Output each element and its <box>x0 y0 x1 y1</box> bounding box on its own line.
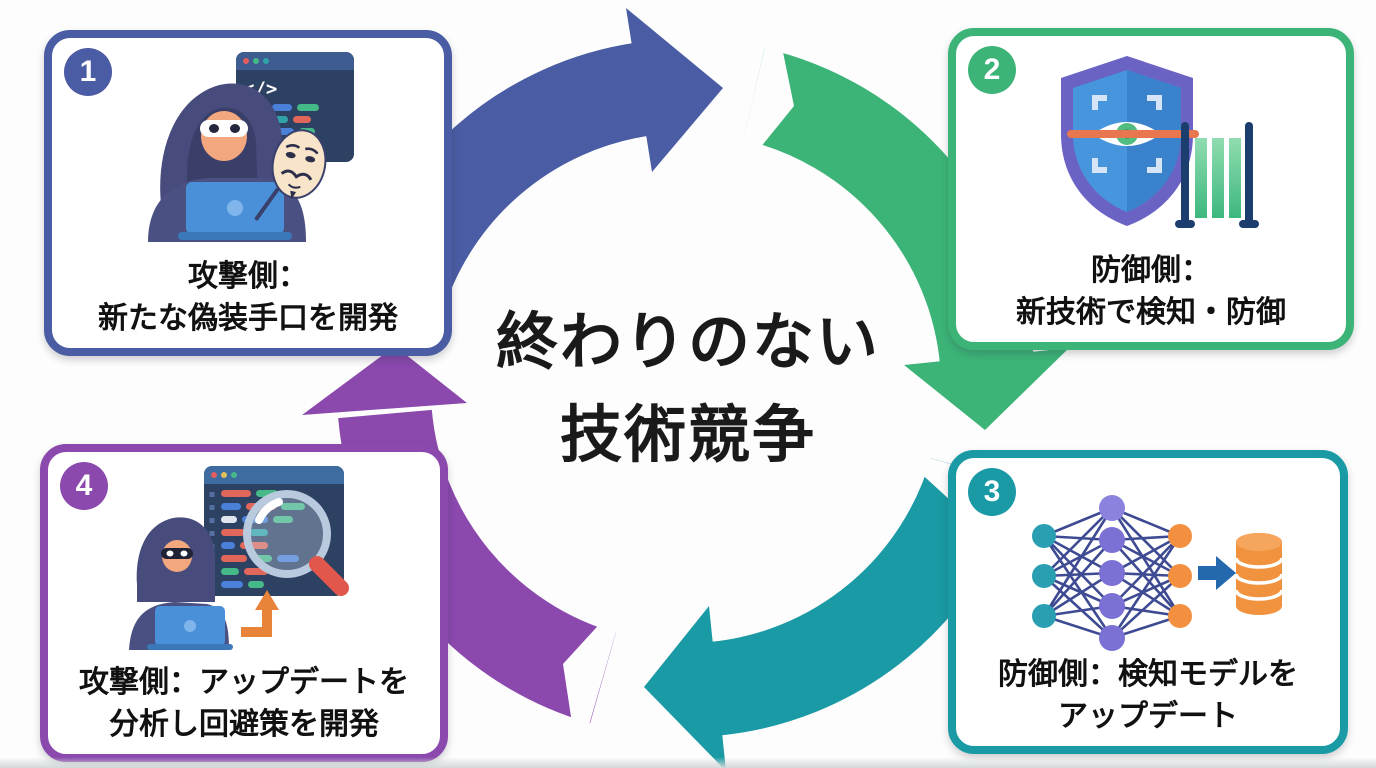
window-dot-teal <box>263 58 269 64</box>
database-icon <box>1234 533 1284 615</box>
caption-line: 防御側：検知モデルを <box>998 658 1298 691</box>
step-card-4: 4 <box>40 444 448 762</box>
window-dot-red <box>243 58 249 64</box>
laptop <box>178 182 292 240</box>
arrowhead-step4-to-step1-icon <box>302 346 467 415</box>
scan-line <box>1067 130 1199 138</box>
bottom-edge-shade <box>0 757 1376 768</box>
caption-line: 防御側： <box>1091 254 1211 287</box>
magnifier-icon <box>243 490 349 596</box>
shield <box>1061 56 1199 226</box>
input-nodes <box>1032 524 1056 628</box>
network-edges <box>1042 506 1182 640</box>
arrowhead-step3-to-step4-icon <box>644 606 726 768</box>
code-lines <box>221 490 305 588</box>
neural-network-database-icon <box>1032 495 1284 651</box>
output-nodes <box>1168 524 1192 628</box>
notch-step2 <box>734 8 794 180</box>
caption-line: 攻撃側：アップデートを <box>79 666 409 699</box>
scan-frame-brackets <box>1092 95 1162 173</box>
cycle-title-line1: 終わりのない <box>495 308 880 377</box>
barrier-fence <box>1175 122 1259 228</box>
cycle-arc-step3 <box>707 457 1022 736</box>
eye-mask <box>161 548 193 559</box>
cycle-title-line2: 技術競争 <box>559 401 816 470</box>
hidden-nodes <box>1099 495 1125 651</box>
window-dot-yellow <box>221 472 227 478</box>
hacker-code-analysis-icon <box>129 466 349 650</box>
caption-line: 新たな偽装手口を開発 <box>98 302 398 335</box>
caption-line: 新技術で検知・防御 <box>1016 296 1286 329</box>
step-card-3: 3 <box>948 450 1348 754</box>
caption-line: アップデート <box>1058 700 1238 733</box>
window-dot-green <box>231 472 237 478</box>
elbow-arrow-up-icon <box>241 590 279 637</box>
hacker-mask-code-icon: </> <box>148 52 354 242</box>
arrow-right-icon <box>1198 556 1236 590</box>
step-card-2: 2 <box>948 28 1354 350</box>
eye-mask <box>200 120 248 137</box>
step-caption-4: 攻撃側：アップデートを 分析し回避策を開発 <box>48 662 440 746</box>
window-dot-green <box>253 58 259 64</box>
caption-line: 攻撃側： <box>188 260 308 293</box>
step-caption-1: 攻撃側： 新たな偽装手口を開発 <box>52 256 444 340</box>
step-number-badge-1: 1 <box>64 48 112 96</box>
cycle-title: 終わりのない 技術競争 <box>0 296 1376 482</box>
arrowhead-step1-to-step2-icon <box>626 8 723 172</box>
step-caption-2: 防御側： 新技術で検知・防御 <box>956 250 1346 334</box>
laptop <box>147 606 233 650</box>
step-number-badge-3: 3 <box>968 468 1016 516</box>
notch-step4 <box>563 594 627 763</box>
arrowhead-step2-to-step3-icon <box>904 348 1069 430</box>
step-card-1: 1 </> <box>44 30 452 356</box>
window-dot-red <box>211 472 217 478</box>
step-number-badge-2: 2 <box>968 46 1016 94</box>
step-number-badge-4: 4 <box>60 462 108 510</box>
guy-fawkes-mask <box>254 129 327 221</box>
shield-scan-icon <box>1061 56 1259 228</box>
step-caption-3: 防御側：検知モデルを アップデート <box>956 654 1340 738</box>
caption-line: 分析し回避策を開発 <box>109 708 379 741</box>
